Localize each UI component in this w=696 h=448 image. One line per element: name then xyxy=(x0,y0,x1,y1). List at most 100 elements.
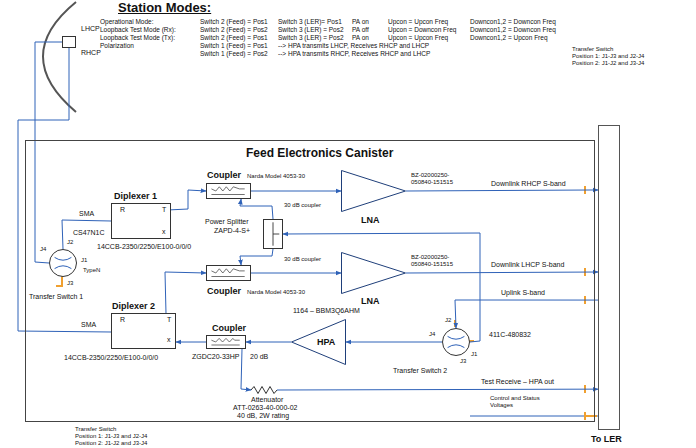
note-label: --> HPA transmits LHCP, Receives RHCP an… xyxy=(278,42,429,49)
node-text: Feed Electronics Canister xyxy=(246,147,393,161)
signal-connector xyxy=(240,199,273,219)
coupler-box: CouplerNarda Model 4053-3030 dB coupler xyxy=(206,183,251,199)
note-label: Switch 3 (LER) = Pos2 xyxy=(278,26,344,33)
signal-connector xyxy=(346,342,442,343)
edge-label: Downlink LHCP S-band xyxy=(490,261,565,269)
node-text: 411C-480832 xyxy=(489,331,531,339)
hpa-amplifier: 1164 – BBM3Q6AHMHPA xyxy=(291,319,346,365)
note-label: Upcon = Downcon Freq xyxy=(388,26,456,33)
note-label: Operational Mode: xyxy=(100,18,153,25)
node-text: 30 dB coupler xyxy=(284,256,321,263)
node-text: R xyxy=(120,206,125,214)
edge-label: SMA xyxy=(78,210,95,218)
node-text: 20 dB xyxy=(250,353,268,361)
node-text: x xyxy=(167,336,171,344)
node-text: J1 xyxy=(471,351,477,358)
node-text: J2 xyxy=(445,317,451,324)
note-label: Position 2: J1-J2 and J3-J4 xyxy=(75,440,147,447)
ler-interface: To LER xyxy=(598,125,620,430)
note-label: Loopback Test Mode (Tx): xyxy=(100,34,175,41)
transfer-switch-outline xyxy=(442,328,470,356)
node-text: 1164 – BBM3Q6AHM xyxy=(293,307,360,315)
signal-connector xyxy=(283,233,480,342)
node-text: J2 xyxy=(67,239,73,246)
node-text: x xyxy=(162,228,166,236)
transfer-switch-outline xyxy=(49,249,77,277)
note-label: Switch 2 (Feed) = Pos1 xyxy=(200,18,268,25)
node-text: 40 dB, 2W rating xyxy=(237,412,289,420)
note-label: Loopback Test Mode (Rx): xyxy=(100,26,176,33)
attenuator: AttenuatorATT-0263-40-000-0240 dB, 2W ra… xyxy=(251,386,277,394)
node-text: J4 xyxy=(40,246,46,253)
diplexer-box: Diplexer 1RTx14CCB-2350/2250/E100-0/0/0 xyxy=(111,203,171,239)
lna-amplifier-outline xyxy=(341,252,406,294)
signal-connector xyxy=(251,191,341,192)
attenuator-outline xyxy=(251,386,277,394)
node-text: LNA xyxy=(361,296,380,306)
node-text: Transfer Switch 2 xyxy=(393,367,447,375)
signal-connector xyxy=(240,249,273,265)
note-label: Polarization xyxy=(100,42,134,49)
edge-label: SMA xyxy=(80,321,97,329)
signal-connector xyxy=(406,272,598,274)
node-text: Narda Model 4053-30 xyxy=(247,173,305,180)
note-label: Switch 3 (LER) = Pos2 xyxy=(278,34,344,41)
node-text: Narda Model 4053-30 xyxy=(247,289,305,296)
signal-connector xyxy=(455,300,598,328)
transfer-switch: 411C-480832J2J4J1J3Transfer Switch 2 xyxy=(442,328,470,356)
signal-connector xyxy=(165,272,206,313)
node-text: J1 xyxy=(81,257,87,264)
node-text: TypeN xyxy=(83,267,100,274)
coupler-box-outline xyxy=(207,184,250,198)
note-label: Position 1: J1-J3 and J2-J4 xyxy=(75,433,147,440)
feed-horn: LHCPRHCP xyxy=(62,36,76,48)
note-label: Transfer Switch xyxy=(572,46,613,53)
signal-connector xyxy=(171,190,206,210)
signal-connector xyxy=(18,48,111,332)
node-text: T xyxy=(162,206,166,214)
note-label: Switch 2 (Feed) = Pos1 xyxy=(200,34,268,41)
edge-label: Test Receive – HPA out xyxy=(480,378,555,386)
lna-amplifier-outline xyxy=(341,170,406,212)
node-text: To LER xyxy=(591,434,622,444)
note-label: Switch 3 (LER)= Pos1 xyxy=(278,18,342,25)
lna-amplifier: BZ-02000250-050840-151515LNA xyxy=(341,170,406,212)
coupler-box: 30 dB couplerCouplerNarda Model 4053-30 xyxy=(206,265,251,281)
edge-label: Downlink RHCP S-band xyxy=(490,180,567,188)
note-label: Transfer Switch xyxy=(75,426,116,433)
connector-stub xyxy=(584,186,586,393)
note-label: Switch 1 (Feed) = Pos2 xyxy=(200,50,268,57)
note-label: Switch 2 (Feed) = Pos2 xyxy=(200,26,268,33)
termination-stub xyxy=(56,276,62,286)
coupler-box: CouplerZGDC20-33HP20 dB xyxy=(206,335,246,349)
note-label: Downcon1,2 = Downcon Freq xyxy=(470,26,556,33)
note-label: Switch 1 (Feed) = Pos1 xyxy=(200,42,268,49)
node-text: Diplexer 1 xyxy=(114,191,157,201)
coupler-box-outline xyxy=(207,266,250,280)
node-text: ATT-0263-40-000-02 xyxy=(233,404,297,412)
lna-amplifier: BZ-02000250-050840-151515LNA xyxy=(341,252,406,294)
note-label: PA off xyxy=(352,26,369,33)
note-label: Upcon = Upcon Freq xyxy=(388,34,448,41)
note-label: PA on xyxy=(352,34,369,41)
signal-connector xyxy=(176,342,206,343)
node-text: LHCP xyxy=(81,25,100,33)
transfer-switch: CS47N1CJ2J1J4J3TypeNTransfer Switch 1 xyxy=(49,249,77,277)
edge-label: Uplink S-band xyxy=(500,289,546,297)
signal-connector xyxy=(246,342,291,343)
signal-connector xyxy=(406,190,598,191)
note-label: Control and Status Voltages xyxy=(490,395,552,409)
node-text: R xyxy=(120,316,125,324)
note-label: Upcon = Upcon Freq xyxy=(388,18,448,25)
node-text: Transfer Switch 1 xyxy=(29,293,83,301)
node-text: J3 xyxy=(67,280,73,287)
node-text: LNA xyxy=(361,215,380,225)
node-text: Diplexer 2 xyxy=(112,301,155,311)
node-text: 14CCB-2350/2250/E100-0/0/0 xyxy=(97,243,191,251)
signal-connector xyxy=(241,349,251,390)
node-text: BZ-02000250-050840-151515 xyxy=(411,172,469,186)
node-text: ZGDC20-33HP xyxy=(192,353,239,361)
